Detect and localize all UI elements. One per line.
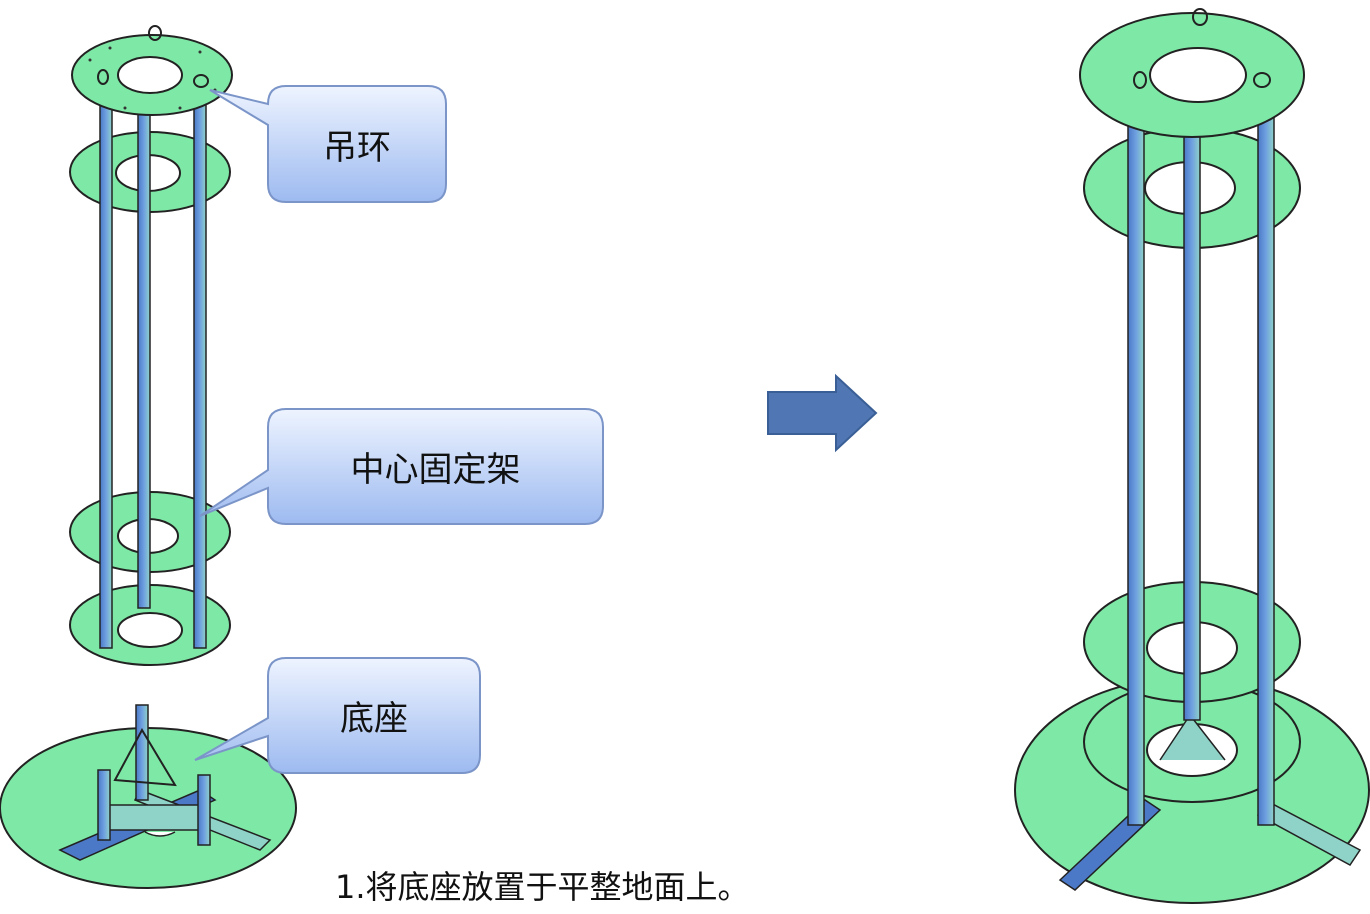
base (0, 704, 297, 889)
exploded-frame (0, 25, 297, 889)
lifting-ring-icon (1133, 8, 1271, 89)
plate-1 (1079, 8, 1305, 138)
callout-label-base: 底座 (340, 699, 408, 739)
rod (1257, 94, 1275, 826)
callout-label-lifting-ring: 吊环 (323, 127, 391, 168)
rod (1183, 59, 1201, 721)
plate-1 (71, 25, 233, 116)
rod (193, 87, 207, 649)
callout-label-center-frame: 中心固定架 (350, 450, 521, 490)
rod (1127, 84, 1145, 826)
assembled-frame (1014, 8, 1370, 904)
rod (99, 79, 113, 649)
callout-center-frame (199, 408, 604, 525)
callout-base (194, 657, 481, 774)
lifting-ring-icon (97, 25, 209, 88)
rod (137, 59, 151, 609)
step-caption: 1.将底座放置于平整地面上。 (335, 868, 750, 906)
arrow-right-icon (767, 373, 878, 453)
callout-lifting-ring (209, 85, 447, 203)
